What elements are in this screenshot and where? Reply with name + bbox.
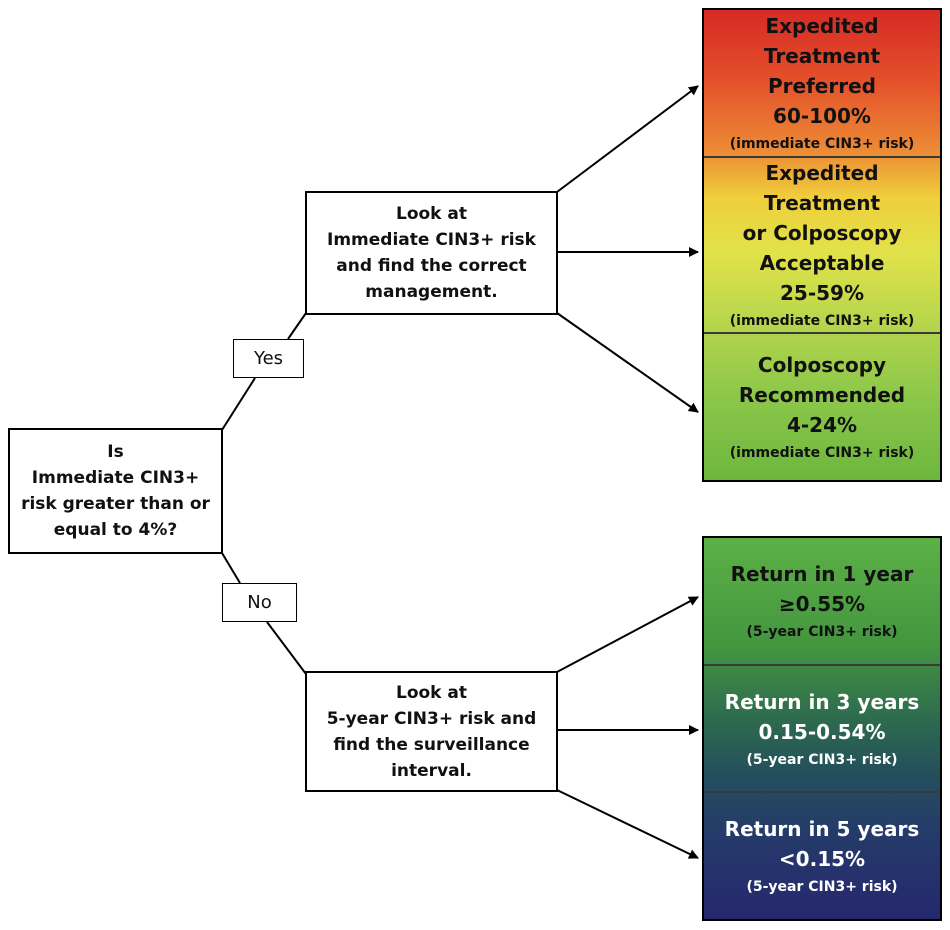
- outcome-heading: Expedited Treatment: [763, 161, 881, 215]
- arrow-to-return-1-year: [556, 596, 699, 673]
- edge-decision-to-no: [221, 552, 241, 584]
- yes-label: Yes: [233, 339, 304, 378]
- action-top-line: management.: [365, 282, 498, 302]
- arrow-to-treatment-preferred: [556, 85, 699, 193]
- action-bottom-line: interval.: [391, 760, 472, 781]
- outcome-risk-range: <0.15%: [778, 847, 866, 872]
- outcome-risk-range: 60-100%: [773, 104, 871, 128]
- outcome-treatment-preferred: Expedited Treatment Preferred 60-100% (i…: [704, 10, 940, 156]
- action-top-line: Immediate CIN3+ risk: [327, 230, 536, 250]
- outcome-heading: Expedited Treatment: [763, 14, 881, 68]
- outcome-risk-note: (5-year CIN3+ risk): [746, 751, 898, 768]
- management-outcomes: Expedited Treatment Preferred 60-100% (i…: [702, 8, 942, 482]
- outcome-heading: or Colposcopy: [742, 221, 902, 245]
- edge-yes-to-action-top: [287, 312, 307, 340]
- decision-line: Is: [107, 442, 124, 462]
- yes-label-text: Yes: [253, 348, 284, 369]
- outcome-return-5-years: Return in 5 years <0.15% (5-year CIN3+ r…: [704, 791, 940, 919]
- outcome-risk-range: 4-24%: [786, 413, 858, 437]
- arrow-to-return-5-years: [556, 789, 699, 859]
- outcome-risk-range: 0.15-0.54%: [758, 719, 886, 744]
- action-bottom-line: find the surveillance: [333, 734, 530, 755]
- outcome-risk-range: 25-59%: [779, 281, 864, 305]
- outcome-heading: Acceptable: [759, 251, 885, 275]
- action-bottom-line: Look at: [395, 682, 467, 703]
- outcome-heading: Colposcopy: [757, 353, 887, 377]
- outcome-heading: Recommended: [738, 383, 906, 407]
- surveillance-outcomes: Return in 1 year ≥0.55% (5-year CIN3+ ri…: [702, 536, 942, 921]
- outcome-return-3-years: Return in 3 years 0.15-0.54% (5-year CIN…: [704, 663, 940, 792]
- action-top-line: Look at: [395, 204, 467, 224]
- action-top-line: and find the correct: [336, 256, 527, 276]
- outcome-heading: Return in 3 years: [724, 689, 920, 714]
- decision-line: risk greater than or: [21, 494, 210, 514]
- outcome-treatment-or-colposcopy: Expedited Treatment or Colposcopy Accept…: [704, 156, 940, 332]
- outcome-heading: Return in 5 years: [724, 817, 920, 842]
- outcome-risk-note: (5-year CIN3+ risk): [746, 879, 898, 896]
- action-box-5-year-risk: Look at 5-year CIN3+ risk and find the s…: [305, 671, 558, 792]
- outcome-risk-note: (immediate CIN3+ risk): [729, 313, 915, 329]
- outcome-risk-range: ≥0.55%: [778, 591, 866, 616]
- outcome-risk-note: (immediate CIN3+ risk): [729, 445, 915, 461]
- outcome-return-1-year: Return in 1 year ≥0.55% (5-year CIN3+ ri…: [704, 538, 940, 664]
- arrow-to-colposcopy-recommended: [556, 312, 699, 413]
- outcome-heading: Preferred: [768, 74, 876, 98]
- no-label: No: [222, 583, 297, 622]
- edge-no-to-action-bottom: [266, 621, 307, 675]
- edge-decision-to-yes: [221, 377, 256, 431]
- outcome-heading: Return in 1 year: [730, 561, 914, 586]
- action-box-immediate-risk: Look at Immediate CIN3+ risk and find th…: [305, 191, 558, 315]
- outcome-colposcopy-recommended: Colposcopy Recommended 4-24% (immediate …: [704, 332, 940, 480]
- decision-line: equal to 4%?: [53, 520, 178, 540]
- outcome-risk-note: (immediate CIN3+ risk): [729, 136, 915, 152]
- action-bottom-line: 5-year CIN3+ risk and: [326, 708, 537, 729]
- decision-box: Is Immediate CIN3+ risk greater than or …: [8, 428, 223, 554]
- outcome-risk-note: (5-year CIN3+ risk): [746, 623, 898, 640]
- decision-line: Immediate CIN3+: [31, 468, 200, 488]
- no-label-text: No: [247, 592, 272, 613]
